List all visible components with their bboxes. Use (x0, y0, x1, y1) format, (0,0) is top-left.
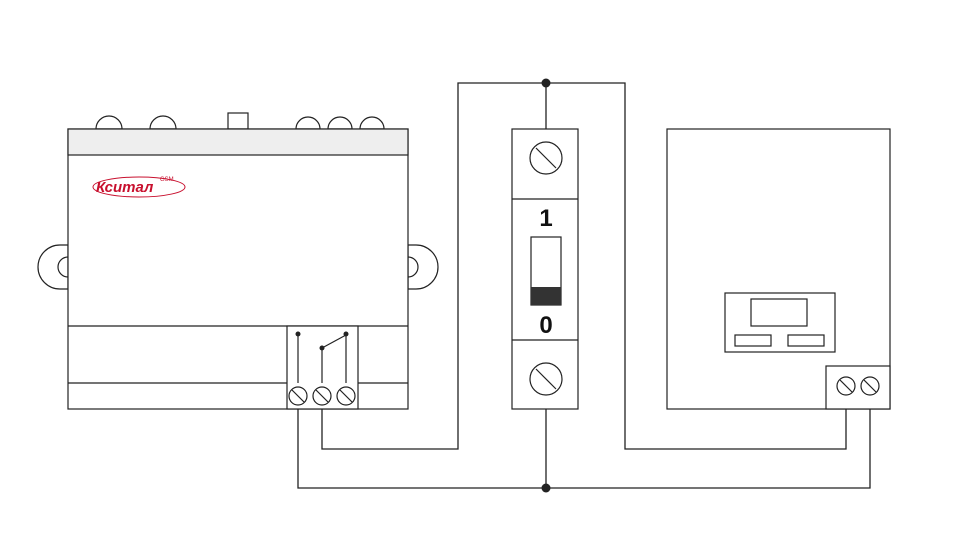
heater-unit (666, 128, 891, 410)
wire-top-to-heater (546, 82, 847, 450)
breaker-terminal-top (529, 141, 563, 175)
relay-contact-dot (295, 331, 301, 337)
device-bump (149, 115, 177, 130)
logo-swoosh (92, 176, 186, 198)
relay-terminal (336, 386, 356, 406)
device-bump (327, 116, 353, 130)
junction-dot-top (541, 78, 551, 88)
wire-top-loop (321, 82, 547, 450)
device-logo: Кситал GSM (92, 176, 186, 198)
device-bump (295, 116, 321, 130)
junction-dot-bottom (541, 483, 551, 493)
heater-body (666, 128, 891, 410)
relay-terminal (288, 386, 308, 406)
device-antenna-socket (227, 112, 249, 130)
relay-contact-dot (319, 345, 325, 351)
breaker-on-label: 1 (539, 205, 552, 232)
heater-display (750, 298, 808, 327)
breaker-toggle-lever (531, 287, 561, 305)
gsm-device: Кситал GSM (37, 112, 439, 410)
logo-gsm-text: GSM (160, 177, 174, 183)
wire-bottom-loop (297, 395, 547, 489)
heater-terminal (836, 376, 856, 396)
device-bump (359, 116, 385, 130)
logo-text: Кситал (96, 179, 154, 196)
wire-bottom-to-heater (546, 386, 871, 489)
device-mount-ear-hole-left (57, 256, 69, 278)
relay-contact-dot (343, 331, 349, 337)
device-bump (95, 115, 123, 130)
breaker-off-label: 0 (539, 312, 552, 339)
breaker-terminal-bottom (529, 362, 563, 396)
relay-switch-arm (321, 334, 347, 349)
relay-terminal (312, 386, 332, 406)
wires (297, 78, 871, 493)
device-mount-ear-left (37, 244, 69, 290)
device-mount-ear-right (407, 244, 439, 290)
heater-terminal-block (825, 365, 891, 410)
device-mount-ear-hole-right (407, 256, 419, 278)
heater-button-right (787, 334, 825, 347)
device-header-strip (67, 128, 409, 156)
heater-button-left (734, 334, 772, 347)
heater-terminal (860, 376, 880, 396)
circuit-breaker: 1 0 (511, 128, 579, 410)
